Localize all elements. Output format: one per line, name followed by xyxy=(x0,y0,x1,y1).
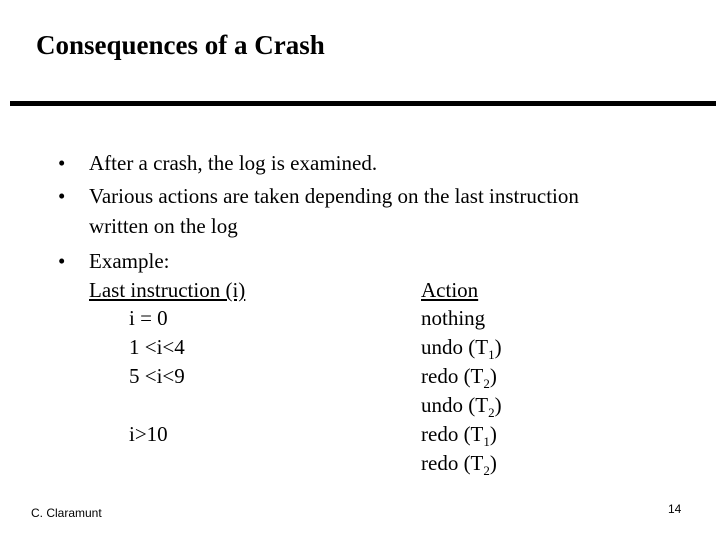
footer-author: C. Claramunt xyxy=(31,506,102,520)
table-header-action: Action xyxy=(421,278,479,302)
title-divider xyxy=(10,101,716,106)
table-action: nothing xyxy=(421,306,486,330)
table-action: redo (T1) xyxy=(421,422,497,449)
bullet-text: After a crash, the log is examined. xyxy=(89,151,378,175)
bullet-text: Various actions are taken depending on t… xyxy=(89,184,579,208)
table-condition: i = 0 xyxy=(129,306,168,330)
bullet-text-continuation: written on the log xyxy=(89,214,238,238)
table-condition: 1 <i<4 xyxy=(129,335,185,359)
table-condition: 5 <i<9 xyxy=(129,364,185,388)
table-action: redo (T2) xyxy=(421,364,497,391)
table-header-last-instruction: Last instruction (i) xyxy=(89,278,246,302)
page-number: 14 xyxy=(668,502,682,516)
table-condition: i>10 xyxy=(129,422,168,446)
table-action: redo (T2) xyxy=(421,451,497,478)
bullet-marker: • xyxy=(58,249,66,273)
table-action: undo (T2) xyxy=(421,393,502,420)
table-action: undo (T1) xyxy=(421,335,502,362)
slide-title: Consequences of a Crash xyxy=(36,30,325,60)
bullet-marker: • xyxy=(58,184,66,208)
bullet-text: Example: xyxy=(89,249,170,273)
bullet-marker: • xyxy=(58,151,66,175)
